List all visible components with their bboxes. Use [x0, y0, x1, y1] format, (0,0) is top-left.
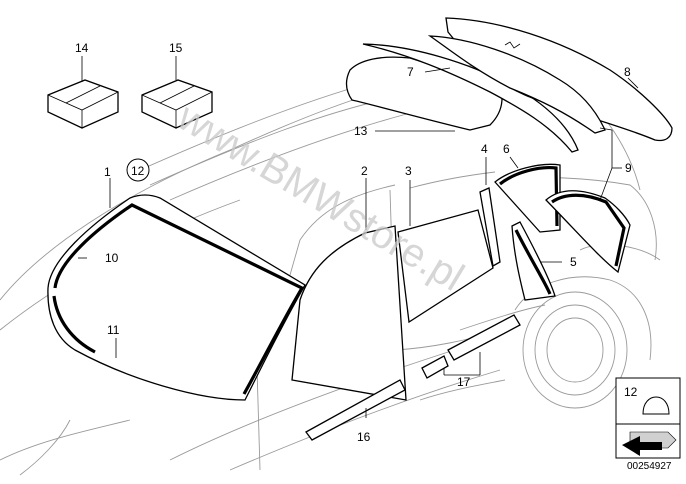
roof-glass-9[interactable] [427, 35, 606, 134]
callout-labels: 1 2 3 4 5 6 7 8 9 10 11 13 14 15 16 17 [75, 41, 632, 444]
rear-quarter-window[interactable] [545, 190, 631, 274]
callout-9[interactable]: 9 [625, 161, 632, 175]
callout-15[interactable]: 15 [169, 41, 183, 55]
door-strip-17a[interactable] [447, 314, 521, 361]
callout-3[interactable]: 3 [405, 164, 412, 178]
roof-glass-7[interactable] [362, 43, 579, 153]
inset-number: 12 [624, 385, 638, 399]
callout-12: 12 [131, 164, 145, 178]
callout-1[interactable]: 1 [104, 165, 111, 179]
rear-door-trim[interactable] [479, 187, 501, 268]
callout-14[interactable]: 14 [75, 41, 89, 55]
callout-11[interactable]: 11 [107, 323, 120, 337]
callout-8[interactable]: 8 [624, 65, 631, 79]
front-door-window[interactable] [291, 225, 407, 401]
callout-12-circled[interactable]: 12 [126, 158, 150, 182]
rubber-part-icon [642, 396, 670, 415]
box-part-15[interactable] [141, 79, 213, 129]
callout-10[interactable]: 10 [105, 251, 119, 265]
callout-17[interactable]: 17 [457, 375, 471, 389]
leader-lines [78, 56, 639, 418]
callout-13[interactable]: 13 [354, 124, 368, 138]
windshield-arrow-icon [622, 431, 677, 456]
callout-5[interactable]: 5 [570, 255, 577, 269]
callout-7[interactable]: 7 [407, 65, 414, 79]
callout-16[interactable]: 16 [357, 430, 371, 444]
image-reference: 00254927 [627, 461, 672, 472]
inset-box: 12 00254927 [615, 377, 681, 472]
rear-quarter-triangle-window[interactable] [511, 221, 556, 301]
windshield[interactable] [47, 194, 306, 401]
callout-2[interactable]: 2 [361, 164, 368, 178]
callout-6[interactable]: 6 [503, 142, 510, 156]
door-strip-16[interactable] [305, 379, 406, 441]
rear-door-window[interactable] [397, 209, 494, 324]
door-strip-17b[interactable] [421, 355, 449, 379]
box-part-14[interactable] [47, 79, 119, 129]
callout-4[interactable]: 4 [481, 142, 488, 156]
